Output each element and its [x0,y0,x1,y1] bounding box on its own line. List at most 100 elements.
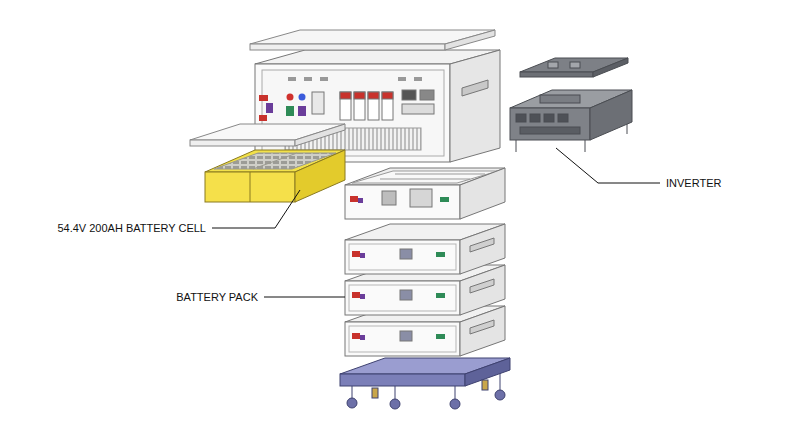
distribution-cabinet [462,80,488,96]
battery-pack-unit [436,293,445,298]
distribution-cabinet [340,92,351,120]
distribution-cabinet [368,92,379,99]
leader-line [556,148,660,183]
battery-pack-unit [460,306,505,356]
distribution-cabinet [368,92,379,120]
distribution-cabinet [286,106,294,116]
battery-pack-unit [470,279,494,293]
wheeled-base [450,399,460,409]
distribution-cabinet [299,94,306,101]
cell-module-lid [190,140,295,146]
distribution-cabinet [354,92,365,99]
inverter-cover [520,72,593,77]
distribution-cabinet [382,92,393,120]
bms-tray [380,179,470,180]
distribution-cabinet [382,92,393,99]
distribution-cabinet [320,77,328,81]
distribution-cabinet [450,50,500,162]
battery-pack-unit [360,253,365,258]
cabinet-lid [250,30,495,50]
bms-tray [350,196,358,202]
inverter-cover [520,58,628,77]
wheeled-base [495,390,505,400]
bms-tray [460,168,505,219]
wheeled-base [340,358,510,409]
distribution-cabinet [354,92,365,120]
battery-pack-unit [460,224,505,274]
battery-pack-unit [352,251,360,257]
wheeled-base [482,380,488,390]
battery-cell-module [205,172,295,202]
inverter-unit [516,140,517,152]
distribution-cabinet [304,77,312,81]
leader-line [264,297,345,298]
distribution-cabinet [255,64,450,162]
battery-pack-unit [360,335,365,340]
distribution-cabinet [266,103,273,113]
inverter-unit [516,114,526,122]
distribution-cabinet [340,92,351,99]
inverter-unit [510,108,590,140]
battery-pack-unit [349,326,456,352]
wheeled-base [372,388,378,398]
battery-pack-unit [345,281,460,315]
inverter-unit [510,90,632,152]
bms-tray [345,185,460,219]
battery-pack-unit [460,265,505,315]
distribution-cabinet [312,92,324,114]
distribution-cabinet [402,90,416,100]
bms-tray [358,198,363,203]
callout-wrap: 54.4V 200AH BATTERY CELL [57,221,206,235]
distribution-cabinet [259,115,267,121]
battery-pack-unit [436,252,445,257]
wheeled-base [347,398,357,408]
distribution-cabinet [298,106,306,116]
bms-tray [395,174,485,175]
battery-pack-unit [345,322,460,356]
wheeled-base [455,386,456,400]
inverter-unit [530,114,540,122]
battery-pack-unit [349,244,456,270]
battery-pack-unit [470,238,494,252]
battery-pack-unit [349,285,456,311]
distribution-cabinet [414,77,422,81]
inverter-unit [520,127,580,134]
battery-pack-unit [352,292,360,298]
battery-pack-unit [400,290,412,300]
distribution-cabinet [288,77,296,81]
distribution-cabinet [398,77,406,81]
cabinet-lid [250,44,445,50]
battery-pack-unit [345,240,460,274]
inverter-unit [540,95,580,103]
bms-tray [345,168,505,219]
inverter-unit [544,114,554,122]
battery-pack-unit [436,334,445,339]
battery-pack-unit [400,331,412,341]
cell-module-lid [295,124,345,146]
distribution-cabinet [287,94,294,101]
inverter-unit [590,90,632,140]
leader-line [212,190,300,228]
battery-cell-module [205,150,345,202]
inverter-unit [585,140,586,152]
inverter-unit [558,114,568,122]
inverter-cover [570,62,580,68]
callout-wrap: BATTERY PACK [176,290,258,304]
battery-cell-module [250,172,251,202]
battery-pack-unit [360,294,365,299]
bms-tray [382,191,396,205]
bms-tray [410,189,432,207]
callout-wrap: INVERTER [666,176,721,190]
cabinet-lid [445,30,495,50]
inverter-cover [593,58,628,77]
distribution-cabinet [420,90,434,100]
wheeled-base [395,386,396,400]
distribution-cabinet [402,104,434,114]
battery-pack-unit [470,320,494,334]
battery-pack-unit [345,224,505,274]
callout-label: INVERTER [666,177,721,189]
wheeled-base [500,372,501,392]
distribution-cabinet [259,95,268,101]
